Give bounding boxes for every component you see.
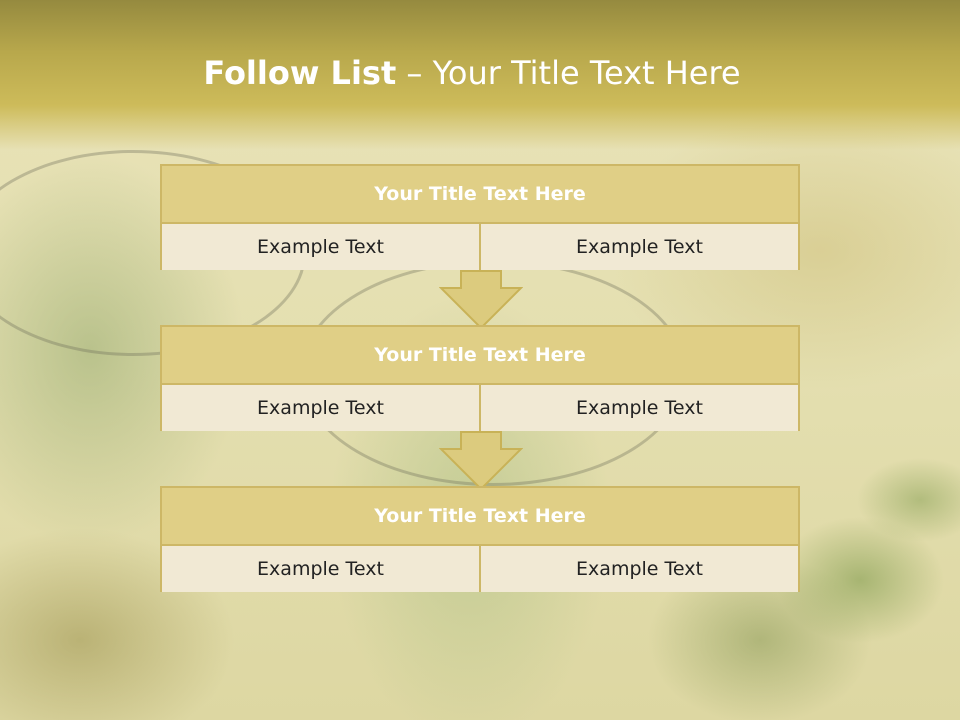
block-cell-right: Example Text [479,546,798,592]
block-cell-left: Example Text [162,224,479,270]
down-arrow-icon [439,270,523,330]
block-cell-right: Example Text [479,224,798,270]
follow-block-3: Your Title Text Here Example Text Exampl… [160,486,800,592]
block-cell-left: Example Text [162,546,479,592]
block-row: Example Text Example Text [162,224,798,270]
down-arrow-icon [439,431,523,491]
title-rest: – Your Title Text Here [396,54,741,92]
block-row: Example Text Example Text [162,546,798,592]
header-band [0,0,960,150]
block-cell-right: Example Text [479,385,798,431]
follow-block-2: Your Title Text Here Example Text Exampl… [160,325,800,431]
follow-block-1: Your Title Text Here Example Text Exampl… [160,164,800,270]
block-title: Your Title Text Here [162,488,798,546]
block-title: Your Title Text Here [162,166,798,224]
page-title: Follow List – Your Title Text Here [0,54,944,92]
title-bold: Follow List [203,54,397,92]
block-title: Your Title Text Here [162,327,798,385]
block-cell-left: Example Text [162,385,479,431]
block-row: Example Text Example Text [162,385,798,431]
